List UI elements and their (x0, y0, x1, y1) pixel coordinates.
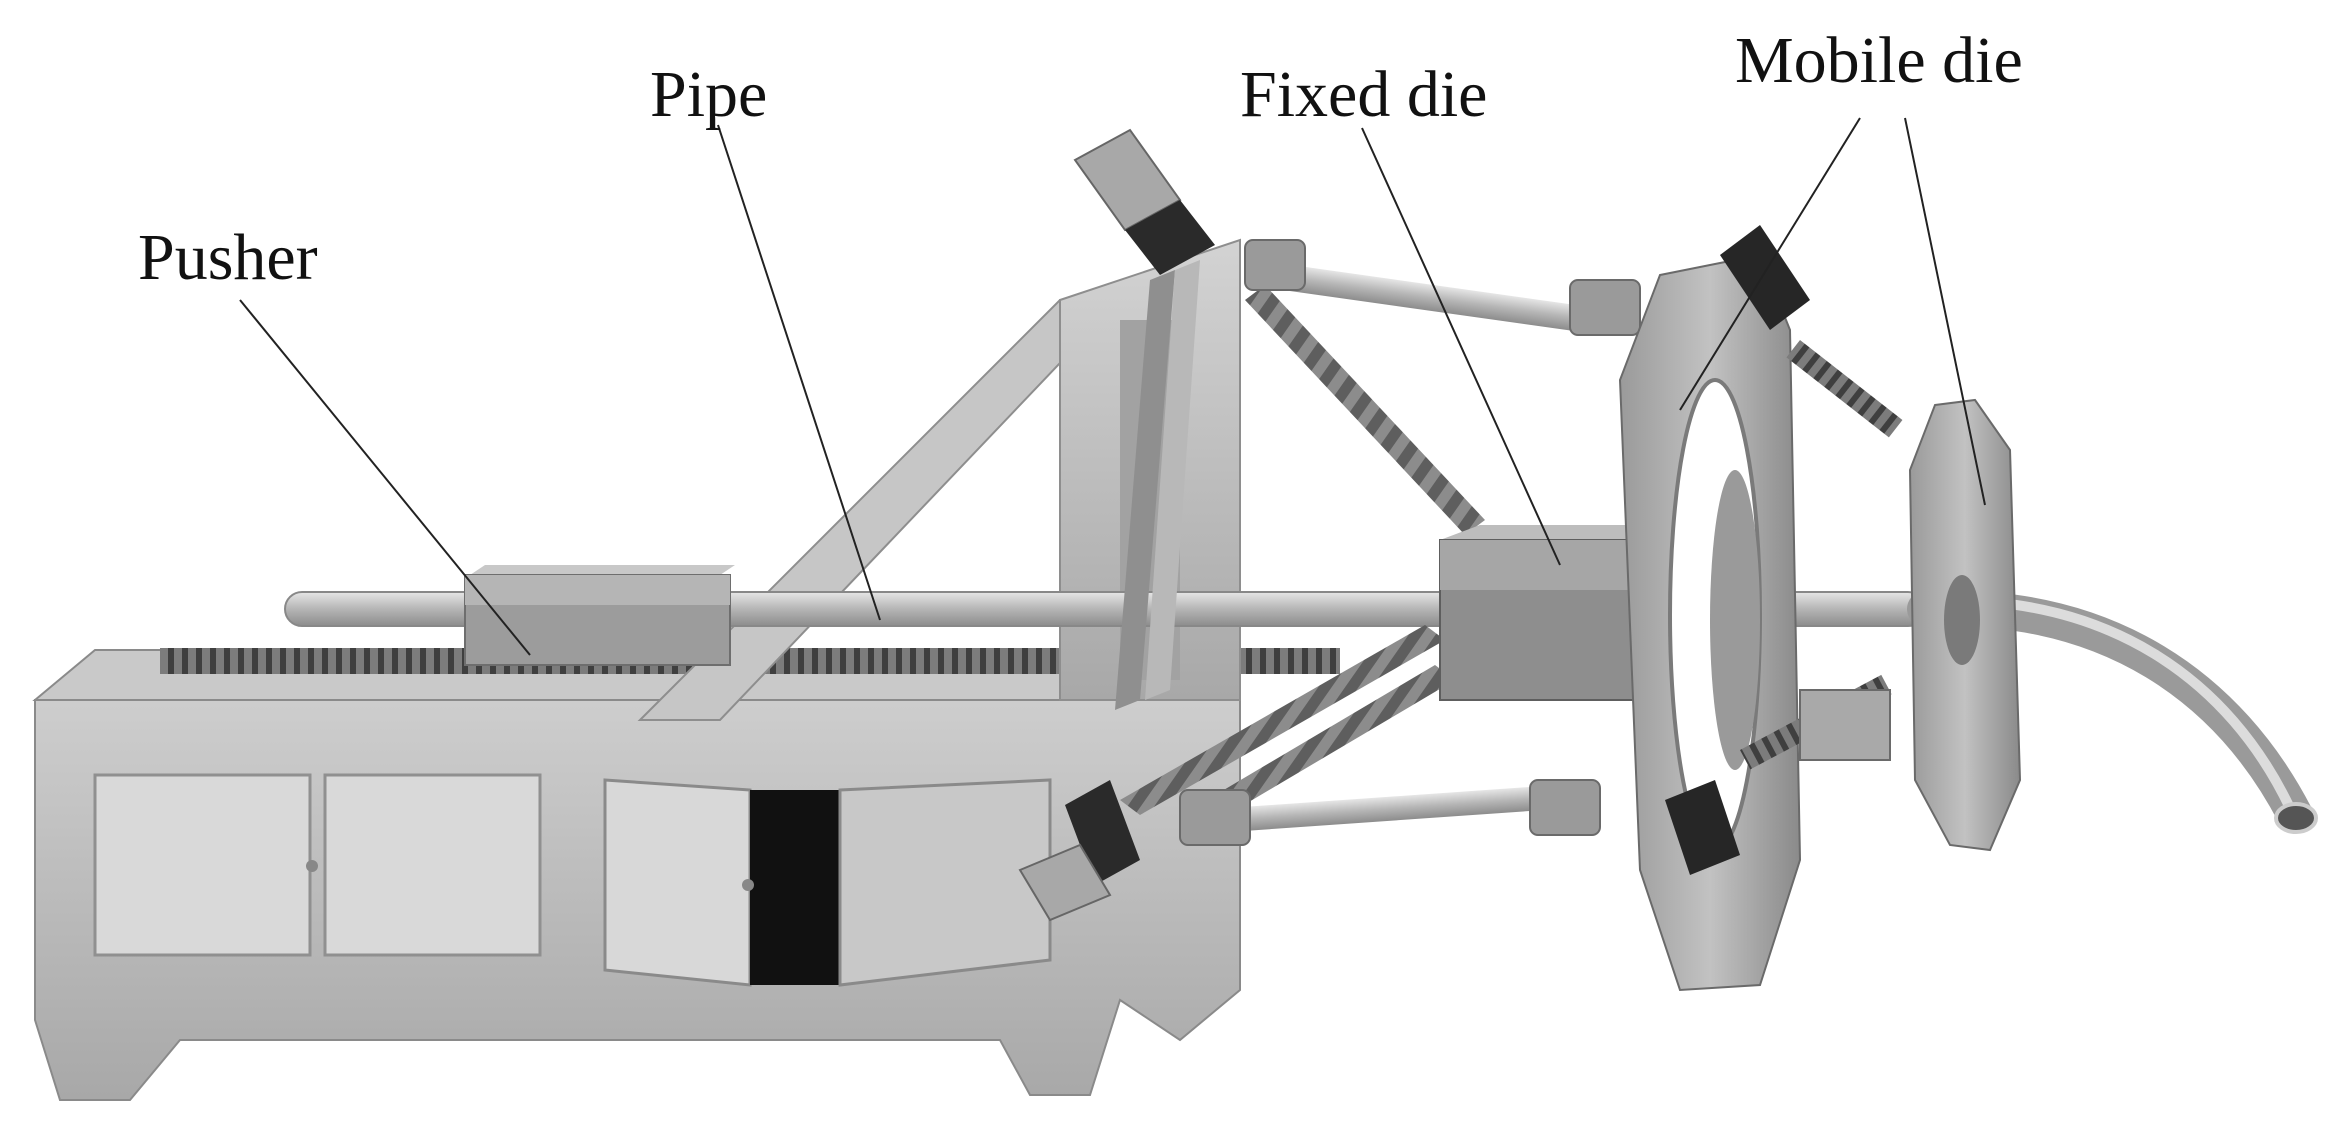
cabinet-opening (750, 790, 840, 985)
lower-spring-1 (1120, 625, 1445, 815)
open-door-right (838, 778, 1052, 987)
upper-link-left (1115, 270, 1175, 710)
cabinet-door-2 (323, 773, 542, 957)
lower-motor (1018, 780, 1140, 922)
upper-right-motor (1720, 225, 1903, 438)
upper-spring (1245, 285, 1485, 535)
leader-mobile-die-1 (1679, 117, 1861, 411)
leader-lines (239, 117, 1986, 656)
lower-right-motor (1665, 674, 1892, 875)
label-fixed-die: Fixed die (1240, 58, 1488, 131)
mobile-die-plate (1908, 398, 2022, 852)
lower-rod (1200, 785, 1560, 834)
leader-fixed-die (1361, 127, 1561, 566)
label-pusher: Pusher (138, 221, 318, 294)
leader-mobile-die-2 (1904, 117, 1986, 506)
base-cabinet (32, 638, 1241, 1101)
mobile-die-ring (1618, 253, 1802, 992)
open-door-left (603, 778, 752, 987)
upper-rod (1268, 263, 1596, 332)
upper-motor (1073, 128, 1215, 275)
pusher-block (464, 565, 735, 666)
label-pipe: Pipe (650, 58, 768, 131)
leader-pusher (239, 299, 531, 656)
cabinet-door-1 (93, 773, 312, 957)
leader-pipe (717, 124, 881, 621)
lower-spring-2 (1190, 665, 1455, 825)
label-mobile-die: Mobile die (1735, 24, 2023, 97)
